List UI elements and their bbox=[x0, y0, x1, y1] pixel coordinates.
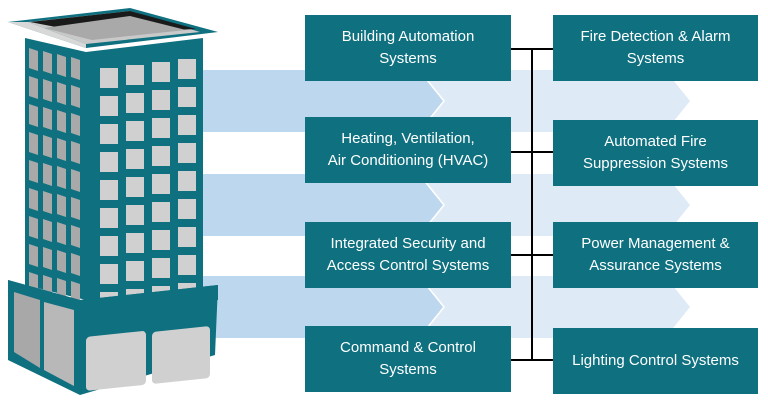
system-box-right: Lighting Control Systems bbox=[553, 328, 758, 394]
building-window-side bbox=[57, 82, 66, 105]
building-window bbox=[100, 180, 118, 200]
flow-arrow-dark bbox=[200, 70, 443, 132]
building-window bbox=[178, 227, 196, 247]
building-window bbox=[126, 93, 144, 113]
system-box-right: Automated Fire Suppression Systems bbox=[553, 120, 758, 186]
building-window bbox=[100, 236, 118, 256]
building-window bbox=[126, 177, 144, 197]
building-window-side bbox=[57, 250, 66, 273]
building-window-side bbox=[43, 219, 52, 242]
building-window-side bbox=[57, 194, 66, 217]
system-box-left: Building Automation Systems bbox=[305, 15, 511, 81]
building-window bbox=[126, 205, 144, 225]
building-window-side bbox=[71, 113, 80, 136]
system-label: Integrated Security and Access Control S… bbox=[326, 235, 490, 274]
system-label: Building Automation Systems bbox=[341, 28, 475, 67]
building-window-side bbox=[71, 85, 80, 108]
system-label: Heating, Ventilation, Air Conditioning (… bbox=[327, 130, 489, 169]
system-label: Command & Control Systems bbox=[340, 339, 476, 378]
building-window bbox=[178, 59, 196, 79]
building-window bbox=[178, 199, 196, 219]
building-window-side bbox=[57, 138, 66, 161]
system-label: Power Management & Assurance Systems bbox=[581, 235, 730, 274]
system-box-left: Integrated Security and Access Control S… bbox=[305, 222, 511, 288]
building-window-side bbox=[71, 197, 80, 220]
building-window-side bbox=[29, 76, 38, 99]
building-window bbox=[152, 202, 170, 222]
building-window bbox=[100, 124, 118, 144]
base-panel bbox=[44, 302, 74, 386]
building-window bbox=[100, 264, 118, 284]
building-window-side bbox=[43, 135, 52, 158]
system-box-left: Command & Control Systems bbox=[305, 326, 511, 392]
building-window-side bbox=[57, 110, 66, 133]
building-window-side bbox=[29, 132, 38, 155]
system-box-left: Heating, Ventilation, Air Conditioning (… bbox=[305, 117, 511, 183]
building-window-side bbox=[71, 253, 80, 276]
building-window bbox=[152, 258, 170, 278]
building-window bbox=[178, 255, 196, 275]
building-window-side bbox=[43, 247, 52, 270]
system-box-right: Fire Detection & Alarm Systems bbox=[553, 15, 758, 81]
building-window-side bbox=[29, 48, 38, 71]
building-window bbox=[126, 121, 144, 141]
building-window bbox=[100, 208, 118, 228]
building-window bbox=[152, 118, 170, 138]
building-window bbox=[152, 90, 170, 110]
flow-arrow-dark bbox=[200, 276, 443, 338]
building-window bbox=[178, 87, 196, 107]
flow-band-light bbox=[420, 174, 690, 236]
building-window bbox=[152, 230, 170, 250]
building-roof-floor bbox=[44, 16, 186, 40]
building-window bbox=[100, 152, 118, 172]
flow-band-light bbox=[420, 276, 690, 338]
building-window bbox=[152, 62, 170, 82]
building-roof-lip bbox=[8, 22, 86, 48]
building-window bbox=[152, 146, 170, 166]
building-window-side bbox=[29, 216, 38, 239]
building-window-side bbox=[43, 51, 52, 74]
building-window bbox=[100, 68, 118, 88]
base-panel bbox=[86, 331, 146, 391]
system-label: Fire Detection & Alarm Systems bbox=[580, 28, 731, 67]
building-window-side bbox=[29, 188, 38, 211]
building-window bbox=[178, 143, 196, 163]
building-window-side bbox=[29, 160, 38, 183]
flow-arrow-dark bbox=[200, 174, 443, 236]
building-window-side bbox=[57, 54, 66, 77]
building-window-side bbox=[71, 57, 80, 80]
system-label: Lighting Control Systems bbox=[572, 352, 739, 369]
building-window bbox=[178, 115, 196, 135]
building-window bbox=[178, 171, 196, 191]
building-side bbox=[25, 38, 86, 300]
building-window-side bbox=[71, 141, 80, 164]
building-window bbox=[100, 96, 118, 116]
building-window-side bbox=[43, 107, 52, 130]
system-label: Automated Fire Suppression Systems bbox=[582, 133, 729, 172]
building-window-side bbox=[57, 166, 66, 189]
base-panel bbox=[14, 292, 40, 368]
building-window-side bbox=[43, 163, 52, 186]
flow-band-light bbox=[420, 70, 690, 132]
building-window bbox=[126, 233, 144, 253]
system-box-right: Power Management & Assurance Systems bbox=[553, 222, 758, 288]
building-window-side bbox=[29, 104, 38, 127]
building-window bbox=[126, 149, 144, 169]
building-window-side bbox=[71, 225, 80, 248]
building-window bbox=[126, 65, 144, 85]
building-window bbox=[152, 174, 170, 194]
building-window-side bbox=[71, 169, 80, 192]
building-window-side bbox=[29, 244, 38, 267]
building-window-side bbox=[43, 79, 52, 102]
base-panel bbox=[152, 326, 210, 384]
building-window-side bbox=[57, 222, 66, 245]
building-window-side bbox=[43, 191, 52, 214]
building-window bbox=[126, 261, 144, 281]
